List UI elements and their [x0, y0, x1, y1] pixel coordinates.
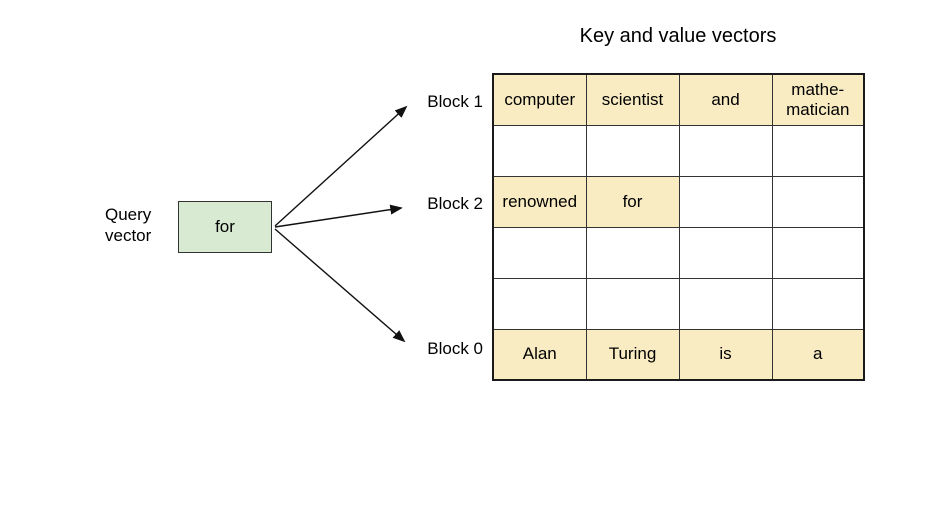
arrow-to-block-1	[274, 105, 408, 227]
query-vector-label: Query vector	[105, 205, 152, 246]
block-1-label: Block 1	[427, 92, 483, 111]
table-cell: Alan	[492, 328, 587, 381]
table-cell: Turing	[585, 328, 680, 381]
arrow-to-block-0	[274, 228, 406, 343]
row-empty-2	[492, 226, 865, 279]
table-cell	[771, 124, 865, 177]
table-cell	[678, 175, 773, 228]
table-cell	[492, 277, 587, 330]
block-2-label: Block 2	[427, 194, 483, 213]
table-cell	[585, 124, 680, 177]
table-cell	[771, 175, 865, 228]
table-cell: and	[678, 73, 773, 126]
table-cell: computer	[492, 73, 587, 126]
row-block2: renowned for	[492, 175, 865, 228]
row-empty-1	[492, 124, 865, 177]
table-cell	[492, 226, 587, 279]
table-cell: for	[585, 175, 680, 228]
table-cell	[492, 124, 587, 177]
table-cell: is	[678, 328, 773, 381]
table-cell	[678, 124, 773, 177]
table-cell: scientist	[585, 73, 680, 126]
diagram-title: Key and value vectors	[579, 25, 777, 47]
row-block1: computer scientist and mathe- matician	[492, 73, 865, 126]
block-0-label: Block 0	[427, 339, 483, 358]
key-value-table: computer scientist and mathe- matician r…	[492, 73, 865, 381]
table-cell	[771, 226, 865, 279]
table-cell	[678, 277, 773, 330]
table-cell	[771, 277, 865, 330]
table-cell: renowned	[492, 175, 587, 228]
arrow-to-block-2	[274, 204, 403, 228]
table-cell: a	[771, 328, 865, 381]
query-vector-box: for	[178, 201, 272, 253]
table-cell: mathe- matician	[771, 73, 865, 126]
table-cell	[585, 277, 680, 330]
row-empty-3	[492, 277, 865, 330]
table-cell	[585, 226, 680, 279]
row-block0: Alan Turing is a	[492, 328, 865, 381]
table-cell	[678, 226, 773, 279]
query-vector-value: for	[215, 217, 235, 236]
